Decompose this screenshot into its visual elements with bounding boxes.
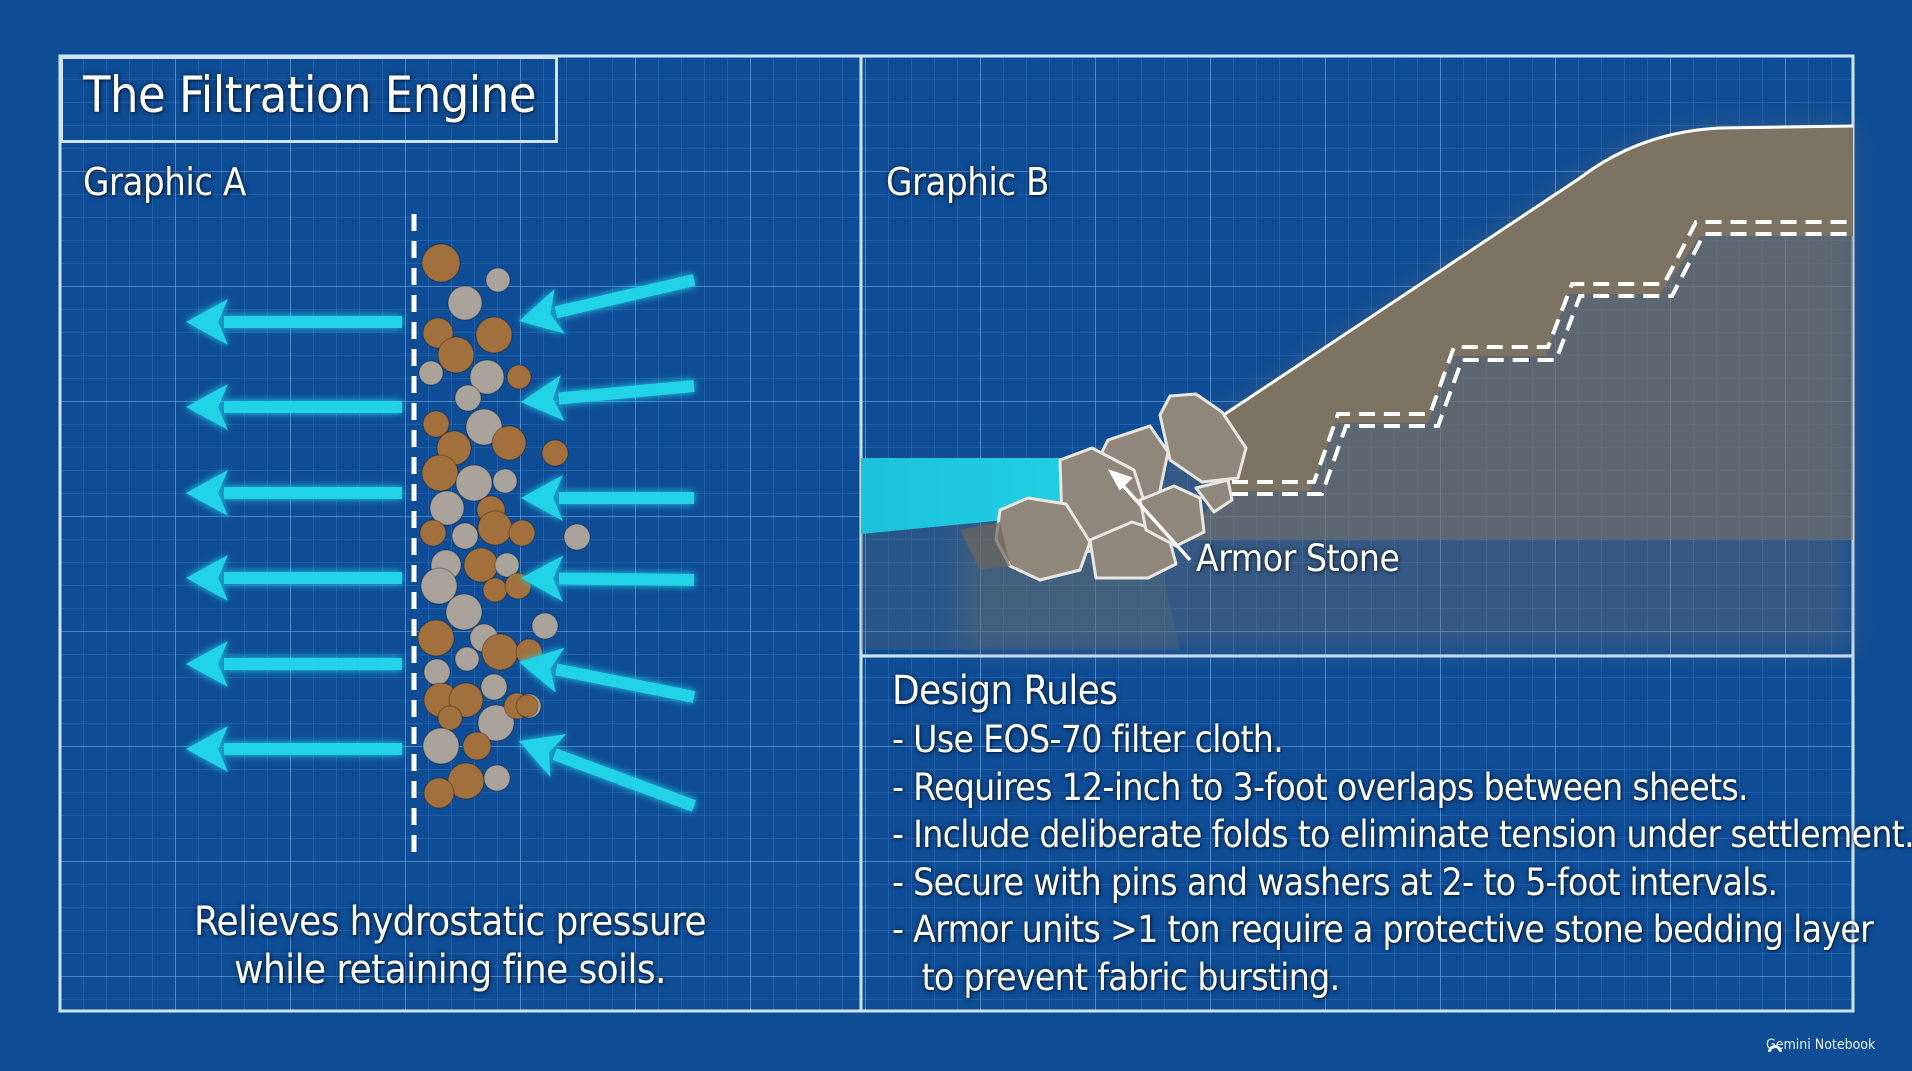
- soil-particle-coarse: [419, 519, 447, 547]
- soil-particle-fine: [445, 593, 483, 631]
- soil-particle-coarse: [491, 425, 527, 461]
- soil-particle-coarse: [482, 577, 508, 603]
- graphic-a-label: Graphic A: [83, 160, 246, 204]
- arrow-left-icon: [519, 274, 696, 334]
- armor-stone-pointer: [1107, 469, 1192, 562]
- design-rule-item: to prevent fabric bursting.: [892, 955, 1341, 999]
- soil-particle-fine: [477, 704, 515, 742]
- arrow-left-icon: [186, 299, 402, 345]
- design-rules-title: Design Rules: [892, 668, 1118, 714]
- title-box: [60, 56, 558, 143]
- soil-particle-fine: [480, 673, 508, 701]
- arrow-left-icon: [521, 475, 694, 521]
- filter-fabric-steps: [1232, 220, 1853, 496]
- soil-particle-coarse: [421, 454, 459, 492]
- soil-particle-fine: [563, 523, 591, 551]
- soil-particle-coarse: [417, 619, 455, 657]
- soil-particle-fine: [454, 384, 482, 412]
- design-rule-item: - Use EOS-70 filter cloth.: [892, 718, 1284, 761]
- soil-particle-coarse: [463, 547, 499, 583]
- watermark-text: Gemini Notebook: [1766, 1037, 1876, 1053]
- soil-particle-fine: [469, 359, 505, 395]
- arrow-left-icon: [519, 647, 696, 703]
- soil-particle-fine: [418, 360, 444, 386]
- arrow-left-icon: [186, 384, 402, 430]
- outflow-arrows: [186, 299, 402, 772]
- soil-particle-fine: [423, 658, 451, 686]
- arrow-left-icon: [186, 726, 402, 772]
- soil-particle-fine: [492, 468, 518, 494]
- soil-particle-fine: [451, 522, 479, 550]
- gemini-logo-icon: [1768, 1045, 1782, 1052]
- design-rule-item: - Requires 12-inch to 3-foot overlaps be…: [892, 765, 1749, 809]
- soil-particle-coarse: [508, 519, 536, 547]
- soil-particle-fine: [420, 567, 458, 605]
- inflow-arrows: [519, 274, 697, 812]
- soil-particle-coarse: [506, 364, 532, 390]
- soil-particle-coarse: [437, 705, 463, 731]
- soil-particle-fine: [465, 408, 503, 446]
- soil-particle-fine: [483, 764, 511, 792]
- page-title: The Filtration Engine: [83, 66, 537, 124]
- soil-particle-fine: [429, 490, 465, 526]
- arrow-left-icon: [186, 470, 402, 516]
- soil-particle-coarse: [423, 777, 455, 809]
- design-rule-item: - Armor units >1 ton require a protectiv…: [892, 908, 1874, 951]
- soil-particle-coarse: [515, 694, 539, 718]
- soil-particle-coarse: [541, 439, 569, 467]
- caption-line: Relieves hydrostatic pressure: [193, 899, 707, 945]
- soil-particle-fine: [454, 646, 480, 672]
- arrow-left-icon: [186, 555, 402, 601]
- armor-stone-label: Armor Stone: [1196, 537, 1400, 580]
- soil-particle-coarse: [462, 731, 492, 761]
- soil-particle-coarse: [437, 336, 475, 374]
- soil-particle-fine: [447, 285, 483, 321]
- soil-particle-fine: [494, 552, 520, 578]
- design-rule-item: - Include deliberate folds to eliminate …: [892, 813, 1912, 856]
- caption-line: while retaining fine soils.: [234, 947, 666, 993]
- arrow-left-icon: [519, 734, 697, 812]
- soil-particle-coarse: [481, 633, 519, 671]
- arrow-left-icon: [521, 555, 695, 602]
- arrow-left-icon: [521, 375, 695, 422]
- soil-particle-coarse: [422, 410, 450, 438]
- design-rules-list: - Use EOS-70 filter cloth. - Requires 12…: [892, 716, 1912, 1001]
- soil-particle-fine: [455, 464, 493, 502]
- soil-particle-coarse: [475, 316, 513, 354]
- soil-particle-fine: [485, 267, 511, 293]
- graphic-a-caption: Relieves hydrostatic pressure while reta…: [150, 898, 750, 994]
- soil-particle-coarse: [421, 243, 461, 283]
- design-rule-item: - Secure with pins and washers at 2- to …: [892, 860, 1778, 904]
- soil-particle-coarse: [448, 682, 484, 718]
- soil-particle-fine: [422, 727, 460, 765]
- arrow-left-icon: [186, 641, 402, 687]
- graphic-b-label: Graphic B: [886, 160, 1049, 204]
- armor-stone: [960, 392, 1248, 582]
- soil-particles: [417, 243, 591, 809]
- soil-particle-fine: [531, 612, 559, 640]
- soil-particle-coarse: [477, 510, 513, 546]
